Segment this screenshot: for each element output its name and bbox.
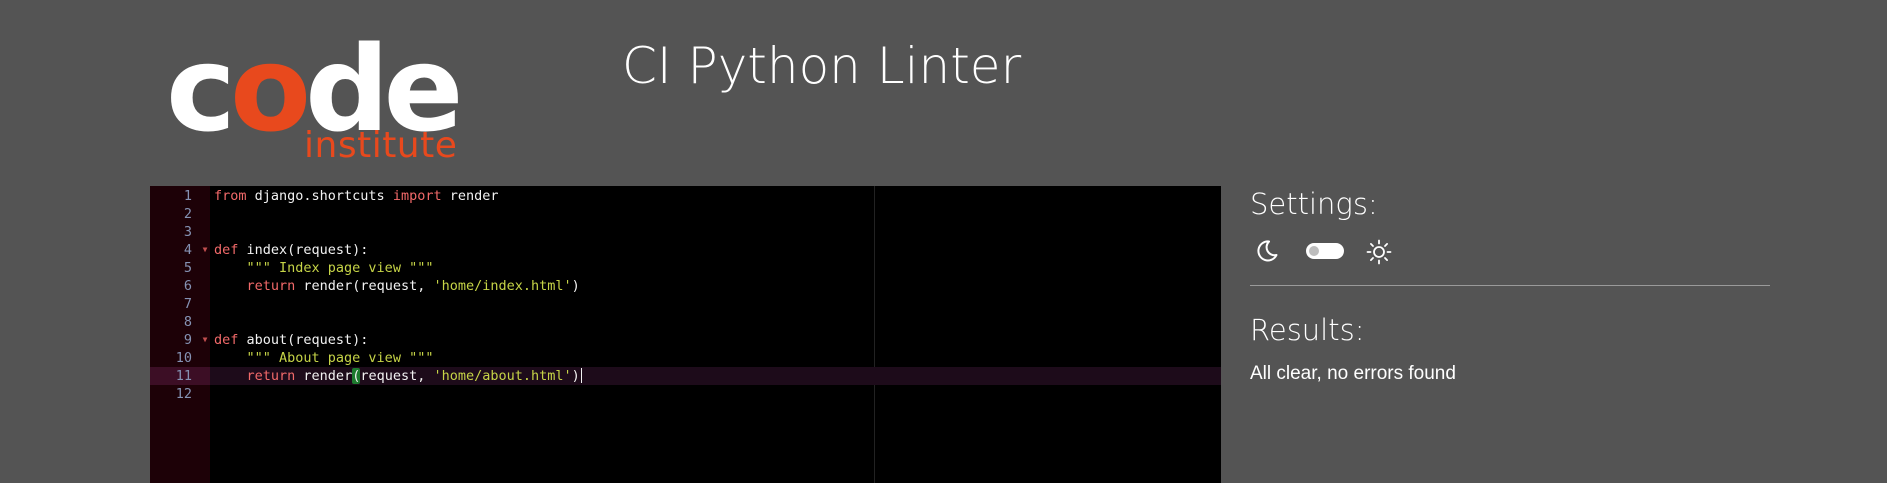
line-number: 10 <box>175 350 192 366</box>
code-text: return render(request, 'home/index.html'… <box>214 277 580 295</box>
results-message: All clear, no errors found <box>1250 363 1456 384</box>
line-number: 9 <box>183 332 192 348</box>
code-text: from django.shortcuts import render <box>214 187 499 205</box>
logo-subtitle: institute <box>304 125 458 166</box>
code-text: """ About page view """ <box>214 349 434 367</box>
code-line[interactable]: 10 """ About page view """ <box>150 349 1221 367</box>
fold-arrow-icon[interactable]: ▼ <box>202 335 208 344</box>
bracket-match: ( <box>352 368 361 384</box>
sun-icon[interactable] <box>1366 239 1392 265</box>
string-token: 'home/about.html' <box>433 368 572 384</box>
code-token: render(request, <box>295 278 434 294</box>
code-line[interactable]: 3 <box>150 223 1221 241</box>
code-line[interactable]: 2 <box>150 205 1221 223</box>
line-number: 7 <box>183 296 192 312</box>
toggle-knob <box>1309 246 1319 256</box>
line-number: 5 <box>183 260 192 276</box>
fold-arrow-icon[interactable]: ▼ <box>202 245 208 254</box>
code-line[interactable]: 8 <box>150 313 1221 331</box>
line-number: 1 <box>183 188 192 204</box>
code-token: render <box>441 188 499 204</box>
code-line[interactable]: 5 """ Index page view """ <box>150 259 1221 277</box>
string-token: """ Index page view """ <box>246 260 434 276</box>
code-line[interactable]: 7 <box>150 295 1221 313</box>
line-number: 3 <box>183 224 192 240</box>
line-number: 8 <box>183 314 192 330</box>
print-margin <box>874 186 875 483</box>
code-token: django.shortcuts <box>246 188 393 204</box>
logo-wordmark: code <box>166 20 464 158</box>
code-line[interactable]: 11 return render(request, 'home/about.ht… <box>150 367 1221 385</box>
code-token: about(request): <box>238 332 369 348</box>
theme-controls <box>1250 236 1450 266</box>
code-line[interactable]: 12 <box>150 385 1221 403</box>
code-text: def index(request): <box>214 241 368 259</box>
line-number: 2 <box>183 206 192 222</box>
string-token: 'home/index.html' <box>433 278 572 294</box>
code-line[interactable]: 9 ▼ def about(request): <box>150 331 1221 349</box>
code-token <box>214 278 247 294</box>
settings-heading: Settings: <box>1250 187 1378 221</box>
keyword-token: def <box>214 242 239 258</box>
results-heading: Results: <box>1250 313 1365 347</box>
line-number: 12 <box>175 386 192 402</box>
code-editor[interactable]: 1 from django.shortcuts import render 2 3 4 ▼… <box>150 186 1221 483</box>
code-token <box>214 260 247 276</box>
keyword-token: from <box>214 188 247 204</box>
code-line[interactable]: 4 ▼ def index(request): <box>150 241 1221 259</box>
code-text: return render(request, 'home/about.html'… <box>214 367 582 385</box>
code-token: index(request): <box>238 242 369 258</box>
code-token <box>214 350 247 366</box>
keyword-token: return <box>246 368 296 384</box>
line-number: 6 <box>183 278 192 294</box>
code-token <box>214 368 247 384</box>
theme-toggle[interactable] <box>1306 243 1344 259</box>
code-text: """ Index page view """ <box>214 259 434 277</box>
keyword-token: import <box>392 188 442 204</box>
code-line[interactable]: 1 from django.shortcuts import render <box>150 187 1221 205</box>
panel-divider <box>1250 285 1770 286</box>
moon-icon[interactable] <box>1254 238 1280 264</box>
text-cursor <box>580 368 582 383</box>
editor-gutter <box>150 186 210 483</box>
line-number: 11 <box>150 367 210 385</box>
code-token: render <box>295 368 353 384</box>
code-text: def about(request): <box>214 331 368 349</box>
keyword-token: def <box>214 332 239 348</box>
code-institute-logo: code institute <box>166 20 464 170</box>
code-token: request, <box>360 368 434 384</box>
code-line[interactable]: 6 return render(request, 'home/index.htm… <box>150 277 1221 295</box>
code-token: ) <box>571 368 580 384</box>
code-token: ) <box>571 278 580 294</box>
line-number: 4 <box>183 242 192 258</box>
keyword-token: return <box>246 278 296 294</box>
string-token: """ About page view """ <box>246 350 434 366</box>
page-title: CI Python Linter <box>622 37 1022 95</box>
